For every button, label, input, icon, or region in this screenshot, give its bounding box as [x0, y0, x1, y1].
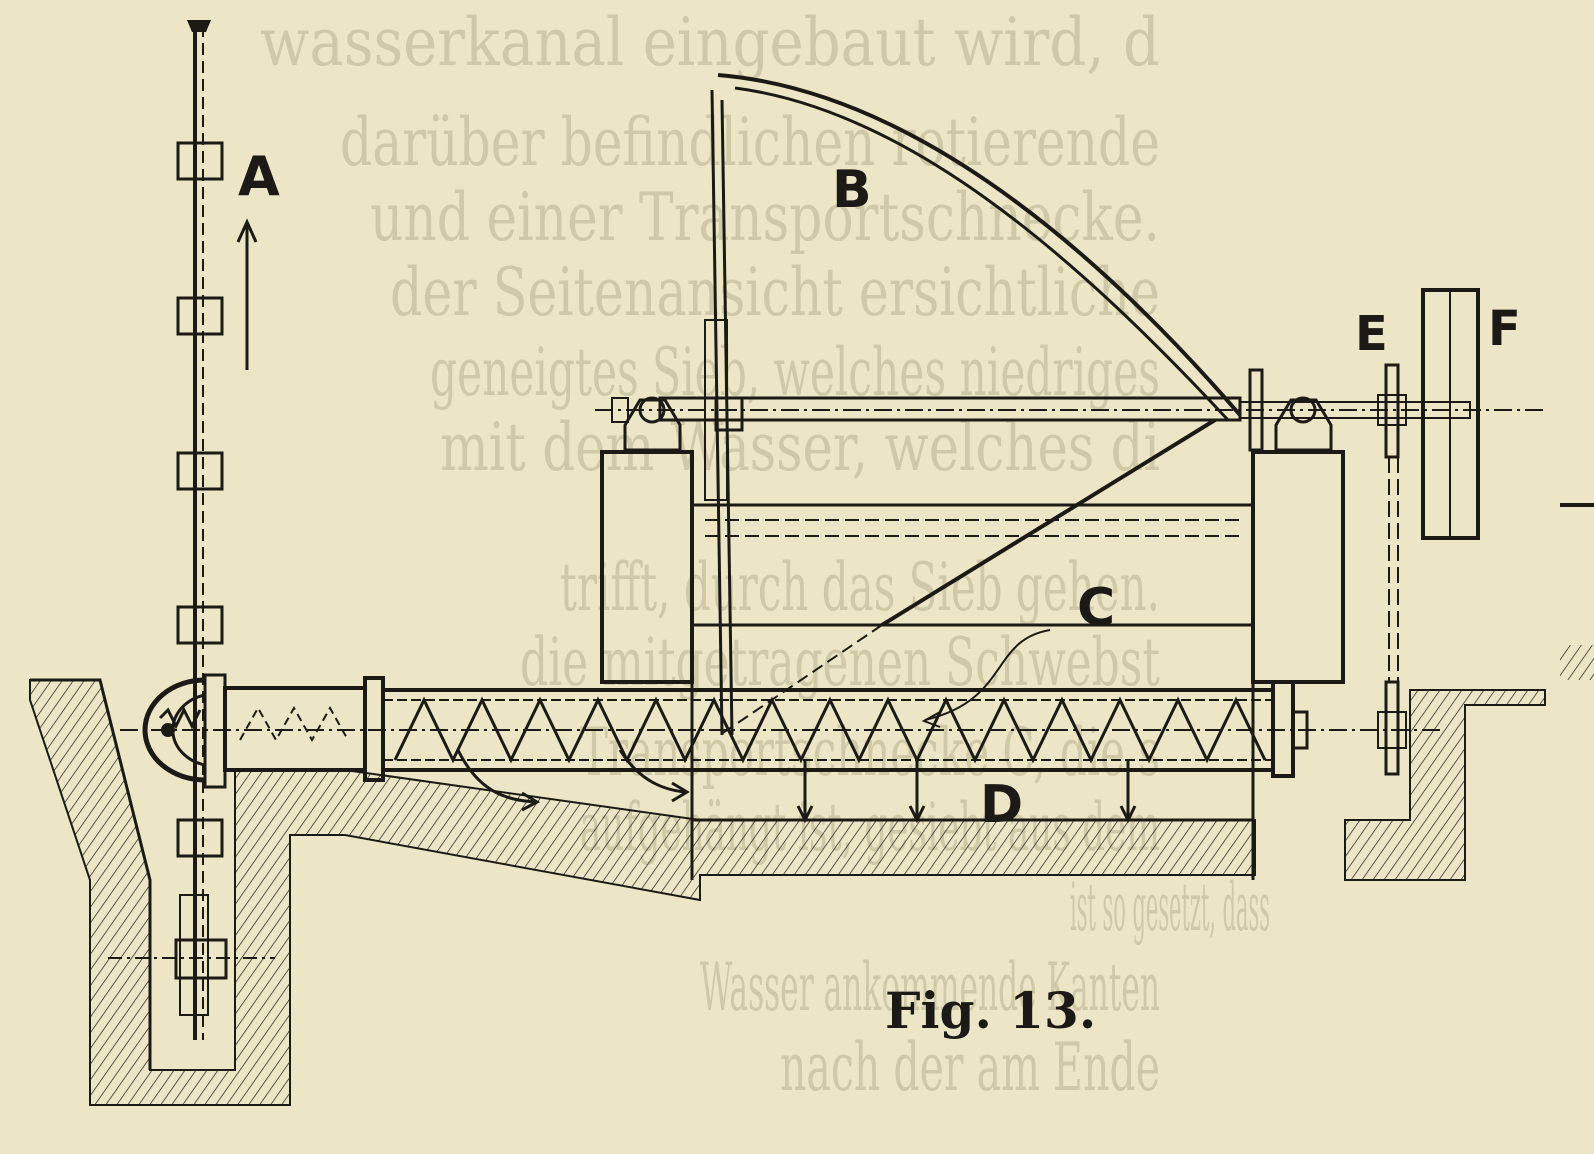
belt-drive [1377, 363, 1407, 776]
settling-tank [600, 450, 1345, 880]
bleed-through-line: Wasser ankommende Kanten [700, 949, 1160, 1026]
pulley [1421, 288, 1594, 540]
bleed-through-line: wasserkanal eingebaut wird, d [260, 4, 1160, 81]
bleed-through-line: darüber befindlichen rotierende [340, 104, 1160, 181]
flow-arrows [456, 629, 1137, 824]
bleed-through-text: wasserkanal eingebaut wird, d darüber bef… [260, 4, 1270, 1106]
label-f: F [1488, 301, 1521, 357]
bleed-through-line: der Seitenansicht ersichtliche [390, 254, 1160, 331]
bleed-through-line: mit dem Wasser, welches di [440, 409, 1160, 486]
label-d: D [980, 775, 1023, 835]
label-c: C [1077, 578, 1115, 638]
figure-caption: Fig. 13. [885, 981, 1096, 1040]
bleed-through-line: trifft, durch das Sieb gehen. [560, 549, 1160, 626]
rotating-sieve [704, 73, 1264, 736]
bearings [611, 396, 1333, 452]
label-e: E [1355, 306, 1388, 362]
label-a: A [238, 145, 280, 208]
chain-elevator [108, 20, 275, 1040]
bleed-through-line: Transportschnecke C, die s [580, 714, 1160, 791]
bleed-through-line: nach der am Ende [780, 1029, 1160, 1106]
bleed-through-line: und einer Transportschnecke. [370, 179, 1160, 256]
upward-arrow [236, 218, 258, 370]
label-b: B [832, 160, 872, 220]
ground-hatching [29, 645, 1594, 1106]
bleed-through-line: ist so gesetzt, dass [1070, 869, 1270, 946]
